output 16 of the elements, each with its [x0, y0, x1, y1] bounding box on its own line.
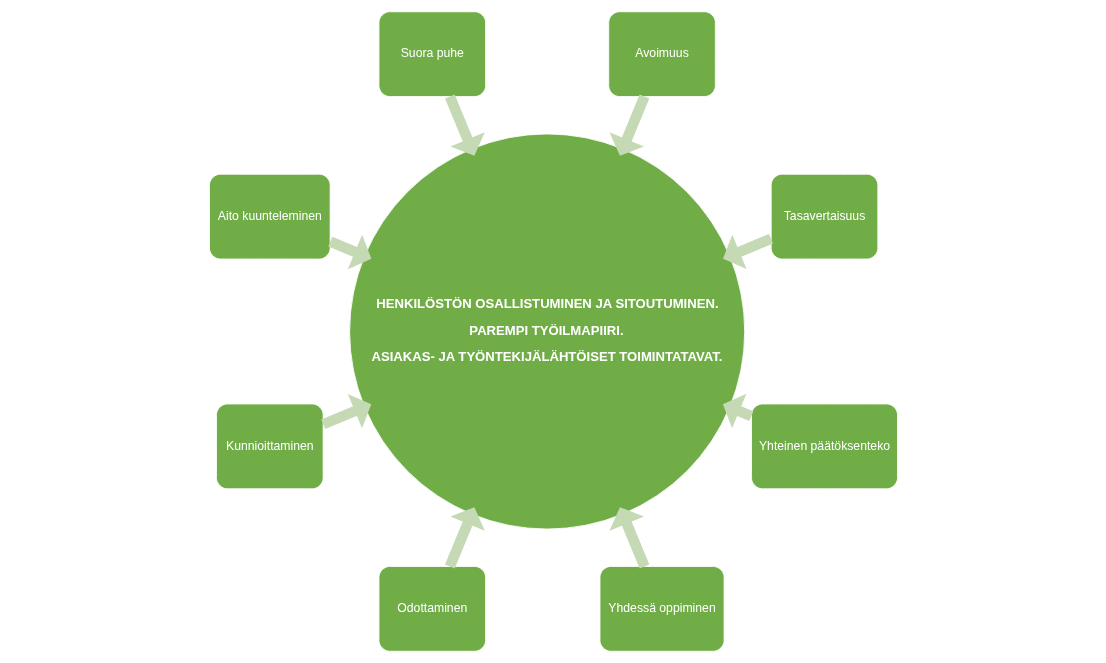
arrow [722, 393, 753, 429]
node-box: Odottaminen [378, 566, 486, 652]
node-box: Tasavertaisuus [770, 173, 878, 260]
arrow [327, 234, 371, 270]
arrow [608, 94, 649, 156]
node-box: Yhdessä oppiminen [599, 566, 725, 652]
arrow [444, 94, 485, 156]
arrow [608, 507, 649, 569]
node-box: Yhteinen päätöksenteko [750, 403, 898, 490]
node-box: Suora puhe [378, 11, 486, 97]
node-box: Avoimuus [607, 11, 716, 97]
arrow [444, 507, 485, 569]
arrow [320, 393, 371, 430]
node-box: Kunnioittaminen [215, 403, 324, 490]
arrow [722, 233, 773, 270]
node-box: Aito kuunteleminen [208, 173, 331, 260]
